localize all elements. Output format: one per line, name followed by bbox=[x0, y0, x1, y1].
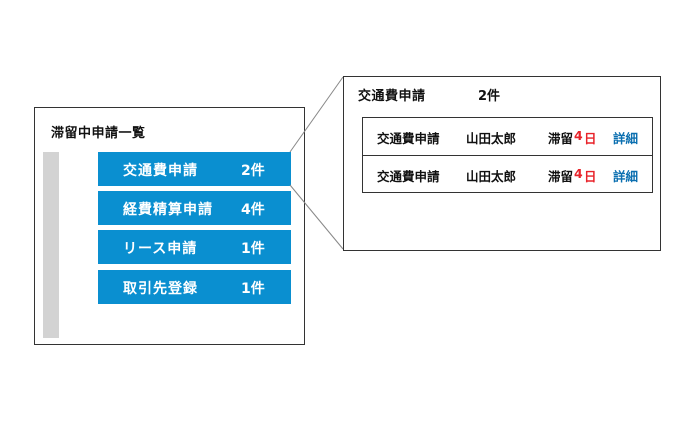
item-label: リース申請 bbox=[123, 241, 198, 257]
request-row: 交通費申請 山田太郎 滞留 4 日 詳細 bbox=[363, 155, 652, 193]
request-type: 交通費申請 bbox=[377, 131, 440, 146]
stay-label: 滞留 bbox=[548, 131, 574, 146]
detail-link[interactable]: 詳細 bbox=[613, 131, 639, 146]
list-item-expense[interactable]: 経費精算申請 4件 bbox=[98, 191, 291, 225]
panel-title: 滞留中申請一覧 bbox=[51, 126, 146, 141]
stay-day-unit: 日 bbox=[584, 131, 597, 146]
scrollbar[interactable] bbox=[43, 152, 59, 338]
list-item-transport[interactable]: 交通費申請 2件 bbox=[98, 152, 291, 186]
stay-days: 4 bbox=[574, 166, 583, 181]
stay-day-unit: 日 bbox=[584, 169, 597, 184]
item-count: 1件 bbox=[241, 281, 265, 297]
connector-line-bottom bbox=[289, 184, 344, 250]
item-count: 4件 bbox=[241, 202, 265, 218]
list-item-lease[interactable]: リース申請 1件 bbox=[98, 230, 291, 264]
item-label: 交通費申請 bbox=[123, 163, 198, 179]
detail-title: 交通費申請 bbox=[358, 89, 426, 104]
applicant-name: 山田太郎 bbox=[466, 131, 517, 146]
stay-days: 4 bbox=[574, 128, 583, 143]
request-list: 交通費申請 山田太郎 滞留 4 日 詳細 交通費申請 山田太郎 滞留 4 日 詳… bbox=[362, 117, 653, 193]
pending-requests-panel: 滞留中申請一覧 交通費申請 2件 経費精算申請 4件 リース申請 1件 取引先登… bbox=[34, 107, 305, 345]
item-label: 経費精算申請 bbox=[123, 202, 213, 218]
detail-panel: 交通費申請 2件 交通費申請 山田太郎 滞留 4 日 詳細 交通費申請 山田太郎… bbox=[343, 76, 661, 251]
item-count: 2件 bbox=[241, 163, 265, 179]
list-item-vendor[interactable]: 取引先登録 1件 bbox=[98, 270, 291, 304]
detail-link[interactable]: 詳細 bbox=[613, 169, 639, 184]
item-label: 取引先登録 bbox=[123, 281, 198, 297]
request-type: 交通費申請 bbox=[377, 169, 440, 184]
request-row: 交通費申請 山田太郎 滞留 4 日 詳細 bbox=[363, 118, 652, 155]
connector-line-top bbox=[289, 76, 344, 153]
detail-count: 2件 bbox=[478, 89, 501, 104]
item-count: 1件 bbox=[241, 241, 265, 257]
stay-label: 滞留 bbox=[548, 169, 574, 184]
applicant-name: 山田太郎 bbox=[466, 169, 517, 184]
